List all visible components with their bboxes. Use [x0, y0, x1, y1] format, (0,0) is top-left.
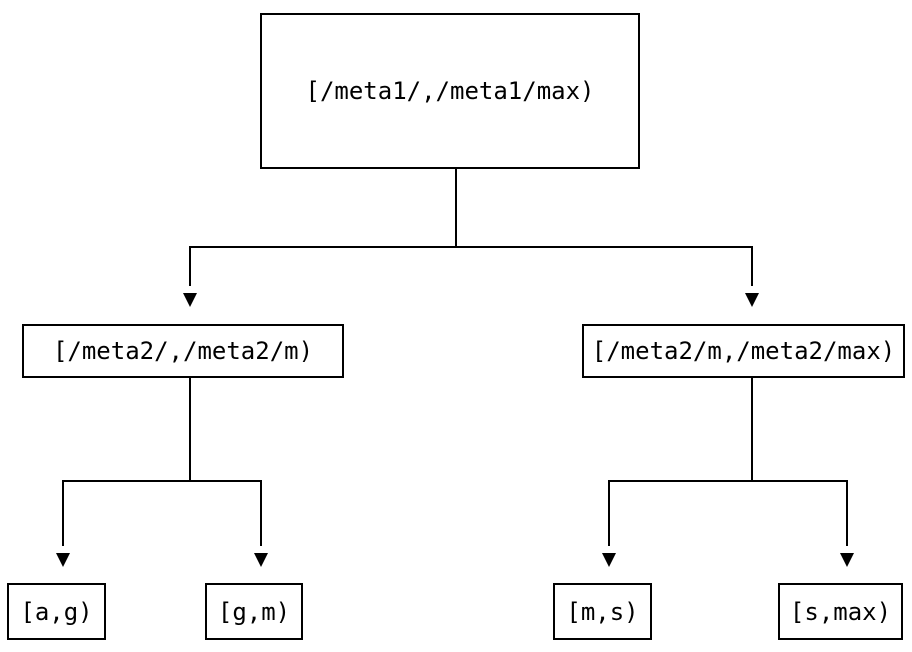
- arrow-down-icon: [840, 553, 854, 567]
- edge-meta2-high-branch: [608, 480, 848, 482]
- edge-root-stem: [455, 169, 457, 248]
- node-meta2-low: [/meta2/,/meta2/m): [22, 324, 344, 378]
- node-leaf-a-g: [a,g): [7, 583, 106, 640]
- arrow-down-icon: [745, 293, 759, 307]
- edge-meta2-low-right-drop: [260, 480, 262, 546]
- node-meta2-high: [/meta2/m,/meta2/max): [582, 324, 905, 378]
- edge-root-right-drop: [751, 246, 753, 286]
- arrow-down-icon: [183, 293, 197, 307]
- node-leaf-g-m: [g,m): [205, 583, 303, 640]
- edge-meta2-low-branch: [62, 480, 262, 482]
- arrow-down-icon: [56, 553, 70, 567]
- edge-meta2-low-stem: [189, 377, 191, 482]
- edge-meta2-low-left-drop: [62, 480, 64, 546]
- node-leaf-m-s: [m,s): [553, 583, 652, 640]
- edge-root-branch: [189, 246, 753, 248]
- edge-meta2-high-right-drop: [846, 480, 848, 546]
- arrow-down-icon: [602, 553, 616, 567]
- node-leaf-s-max: [s,max): [778, 583, 903, 640]
- edge-root-left-drop: [189, 246, 191, 286]
- edge-meta2-high-left-drop: [608, 480, 610, 546]
- edge-meta2-high-stem: [751, 377, 753, 482]
- arrow-down-icon: [254, 553, 268, 567]
- node-root: [/meta1/,/meta1/max): [260, 13, 640, 169]
